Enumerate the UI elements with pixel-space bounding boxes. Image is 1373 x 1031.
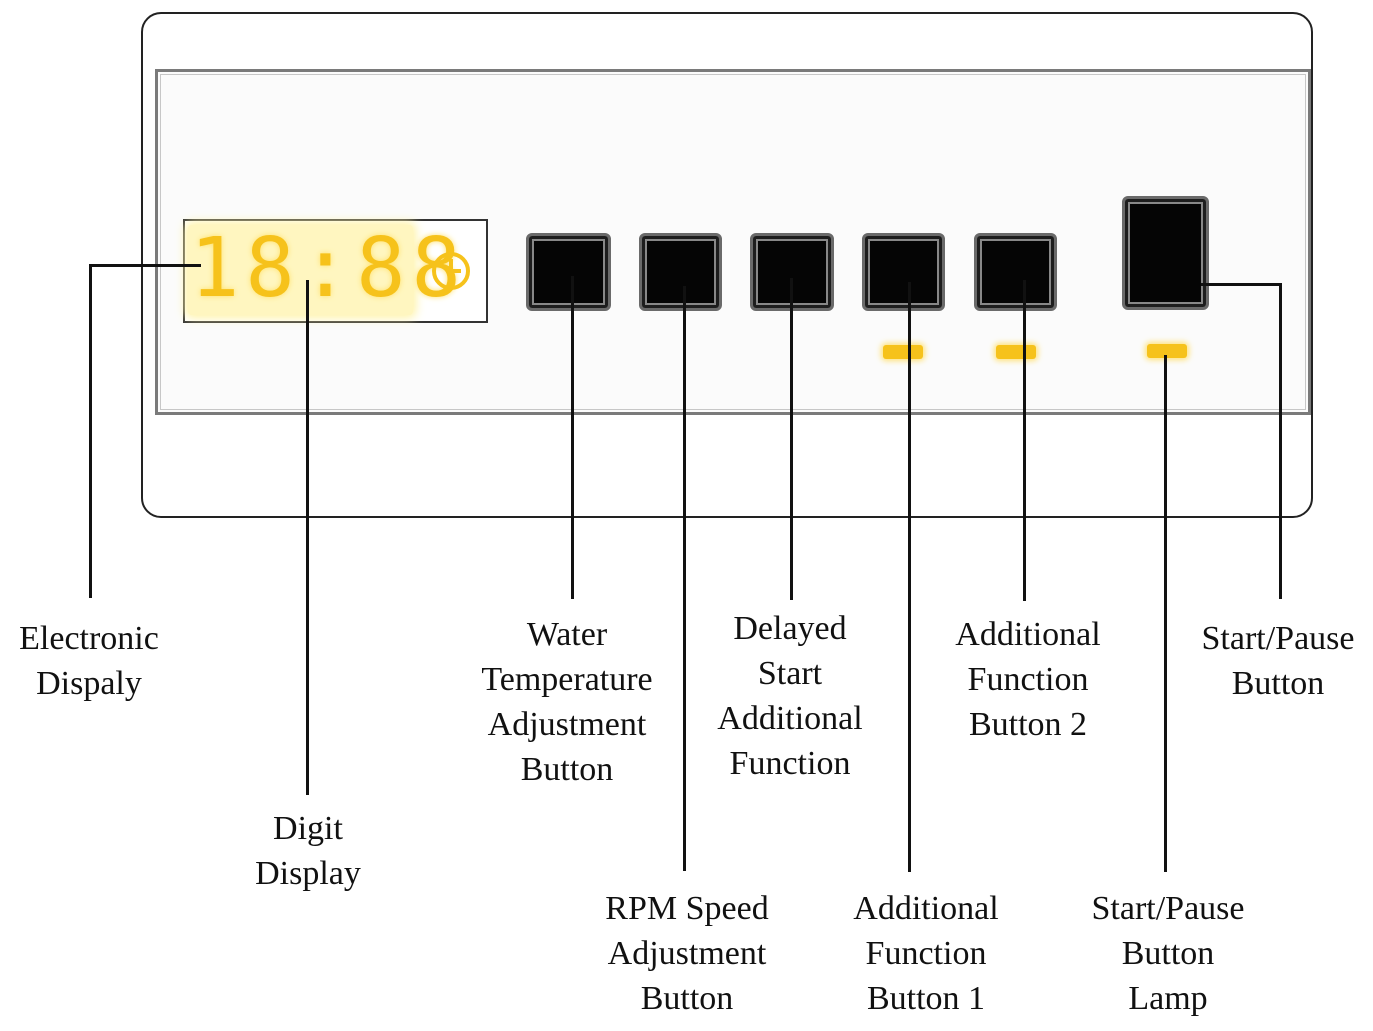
- label-additional-function-2: Additional Function Button 2: [955, 616, 1101, 743]
- additional-function-1-lamp: [883, 345, 923, 359]
- leader-line-start-pause-lamp: [1164, 355, 1167, 872]
- additional-function-button-1[interactable]: [862, 233, 945, 311]
- start-pause-button[interactable]: [1122, 196, 1209, 310]
- leader-line-electronic-display-h: [89, 264, 201, 267]
- label-rpm-speed: RPM Speed Adjustment Button: [605, 890, 769, 1017]
- leader-line-digit-display: [306, 280, 309, 795]
- leader-line-electronic-display: [89, 265, 92, 598]
- leader-line-delayed-start: [790, 278, 793, 600]
- label-start-pause-lamp: Start/Pause Button Lamp: [1091, 890, 1245, 1017]
- leader-line-rpm-speed: [683, 286, 686, 871]
- label-additional-function-1: Additional Function Button 1: [853, 890, 999, 1017]
- water-temperature-button[interactable]: [526, 233, 611, 311]
- label-water-temperature: Water Temperature Adjustment Button: [481, 616, 653, 788]
- digit-display: 18:88: [190, 221, 467, 316]
- label-delayed-start: Delayed Start Additional Function: [717, 610, 863, 782]
- label-start-pause-button: Start/Pause Button: [1201, 620, 1355, 702]
- label-electronic-display: Electronic Dispaly: [19, 620, 159, 702]
- additional-function-2-lamp: [996, 345, 1036, 359]
- leader-line-additional-function-1: [908, 282, 911, 872]
- leader-line-start-pause-button: [1279, 283, 1282, 599]
- start-pause-button-lamp: [1147, 344, 1187, 358]
- digit-display-backlight: [188, 225, 413, 315]
- label-digit-display: Digit Display: [255, 810, 361, 892]
- leader-line-additional-function-2: [1023, 280, 1026, 601]
- leader-line-start-pause-button-h: [1201, 283, 1282, 286]
- clock-icon: [432, 252, 470, 290]
- leader-line-water-temp: [571, 276, 574, 599]
- additional-function-button-2[interactable]: [974, 233, 1057, 311]
- rpm-speed-button[interactable]: [639, 233, 722, 311]
